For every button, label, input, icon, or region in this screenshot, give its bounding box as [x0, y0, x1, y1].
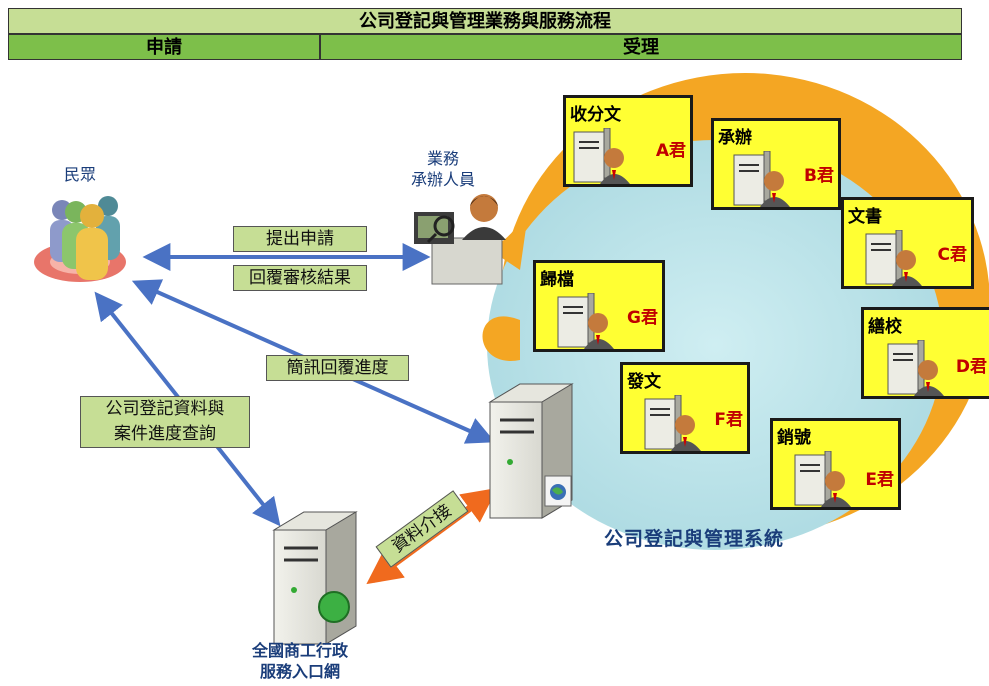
caption-system: 公司登記與管理系統 [604, 528, 785, 550]
diagram-title: 公司登記與管理業務與服務流程 [8, 8, 962, 34]
workstation-user-icon [794, 451, 851, 507]
station-person: E君 [865, 470, 894, 490]
workstation-user-icon [557, 293, 614, 349]
caption-portal-line1: 全國商工行政 [251, 641, 348, 660]
portal-server-icon [272, 511, 358, 645]
clerk-at-desk-icon [414, 194, 506, 285]
citizens-group-icon [34, 196, 126, 282]
caption-portal-line2: 服務入口網 [259, 662, 340, 681]
workstation-user-icon [865, 230, 922, 286]
station-task: 承辦 [718, 128, 752, 148]
station-person: F君 [714, 410, 743, 430]
station-person: D君 [955, 357, 987, 377]
station-person: C君 [937, 245, 967, 265]
station-person: G君 [627, 308, 658, 328]
station-person: B君 [804, 166, 834, 186]
station-task: 銷號 [777, 428, 811, 448]
station-G: 歸檔 G君 [533, 260, 665, 352]
label-query: 公司登記資料與 案件進度查詢 [80, 396, 250, 448]
workstation-user-icon [733, 151, 790, 207]
station-E: 銷號 E君 [770, 418, 901, 510]
caption-portal: 全國商工行政 服務入口網 [230, 640, 370, 682]
caption-citizens: 民眾 [63, 165, 96, 184]
workstation-user-icon [573, 128, 630, 184]
label-reply-review-result: 回覆審核結果 [233, 265, 367, 291]
label-submit-application: 提出申請 [233, 226, 367, 252]
system-server-icon [488, 383, 574, 519]
station-task: 發文 [627, 372, 661, 392]
station-task: 繕校 [868, 317, 902, 337]
station-C: 文書 C君 [841, 197, 974, 289]
station-D: 繕校 D君 [861, 307, 989, 399]
station-B: 承辦 B君 [711, 118, 841, 210]
column-header-apply: 申請 [8, 34, 320, 60]
caption-clerk-line2: 承辦人員 [410, 170, 475, 189]
caption-clerk: 業務 承辦人員 [388, 148, 498, 190]
column-header-accept: 受理 [320, 34, 962, 60]
label-sms-progress: 簡訊回覆進度 [266, 355, 409, 381]
caption-clerk-line1: 業務 [426, 149, 459, 168]
station-task: 收分文 [570, 105, 621, 125]
station-task: 歸檔 [540, 270, 574, 290]
workstation-user-icon [887, 340, 944, 396]
label-query-line2: 案件進度查詢 [114, 424, 216, 444]
station-task: 文書 [848, 207, 882, 227]
station-A: 收分文 A君 [563, 95, 693, 187]
station-F: 發文 F君 [620, 362, 750, 454]
workstation-user-icon [644, 395, 701, 451]
label-query-line1: 公司登記資料與 [105, 399, 225, 419]
station-person: A君 [655, 141, 686, 161]
